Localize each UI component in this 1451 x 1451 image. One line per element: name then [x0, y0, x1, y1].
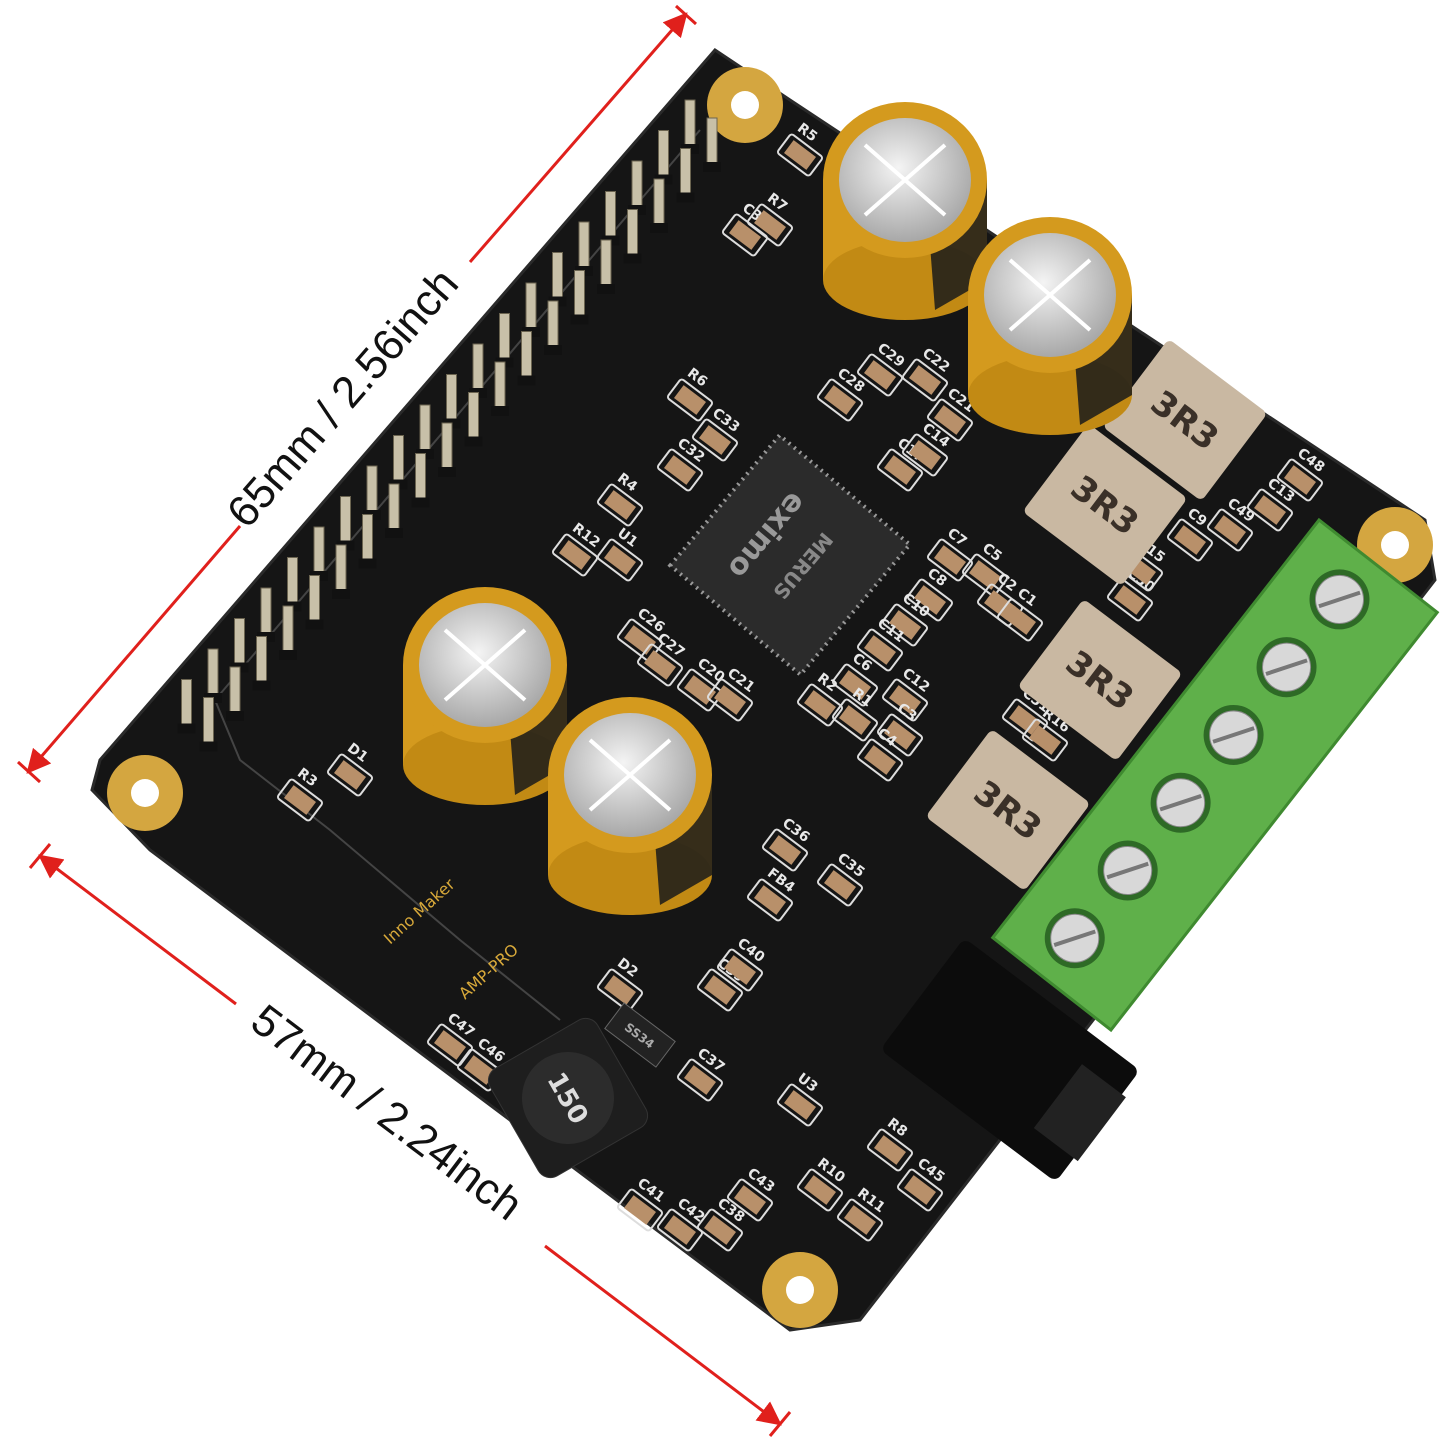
header-pin	[570, 270, 589, 325]
inductor: 3R3	[1019, 601, 1181, 759]
gpio-header	[177, 99, 721, 752]
mounting-holes	[107, 67, 1433, 1328]
electrolytic-capacitor	[403, 587, 567, 805]
terminal-screw	[1150, 772, 1211, 833]
smd-capacitor: C27	[637, 630, 687, 687]
inductor: 3R3	[1024, 426, 1186, 584]
header-pin	[305, 575, 324, 630]
header-pin	[597, 239, 615, 294]
electrolytic-capacitor	[968, 217, 1132, 435]
header-pin	[517, 331, 536, 386]
header-pin	[703, 117, 721, 172]
smd-capacitor: C33	[692, 405, 742, 462]
header-pin	[177, 679, 196, 734]
electrolytic-capacitor	[823, 102, 987, 320]
dc-power-jack	[883, 941, 1137, 1179]
diode: SS34	[604, 1002, 676, 1068]
header-pin	[623, 209, 642, 264]
electrolytic-capacitors	[403, 102, 1132, 915]
header-pin	[411, 453, 430, 508]
header-pin	[279, 605, 297, 660]
terminal-screw	[1203, 704, 1264, 765]
header-pin	[385, 483, 403, 538]
terminal-screw	[1097, 840, 1158, 901]
header-pin	[358, 514, 377, 569]
header-pin	[226, 666, 244, 721]
header-pin	[676, 148, 695, 203]
terminal-screw	[1256, 637, 1317, 698]
electrolytic-capacitor	[548, 697, 712, 915]
header-pin	[491, 361, 509, 416]
inductor: 3R3	[1104, 341, 1266, 499]
header-pin	[252, 636, 271, 691]
header-pin	[199, 697, 218, 752]
amplifier-chip: MERUS eximo	[667, 432, 913, 678]
inductor: 3R3	[927, 731, 1089, 889]
terminal-screw	[1309, 569, 1370, 630]
header-pin	[332, 544, 350, 599]
terminal-screw	[1044, 908, 1105, 969]
header-pin	[650, 178, 668, 233]
header-pin	[544, 300, 562, 355]
header-pin	[438, 422, 456, 477]
header-pin	[464, 392, 483, 447]
buck-inductor: 150	[487, 1017, 649, 1179]
speaker-terminal-block	[990, 517, 1440, 1033]
